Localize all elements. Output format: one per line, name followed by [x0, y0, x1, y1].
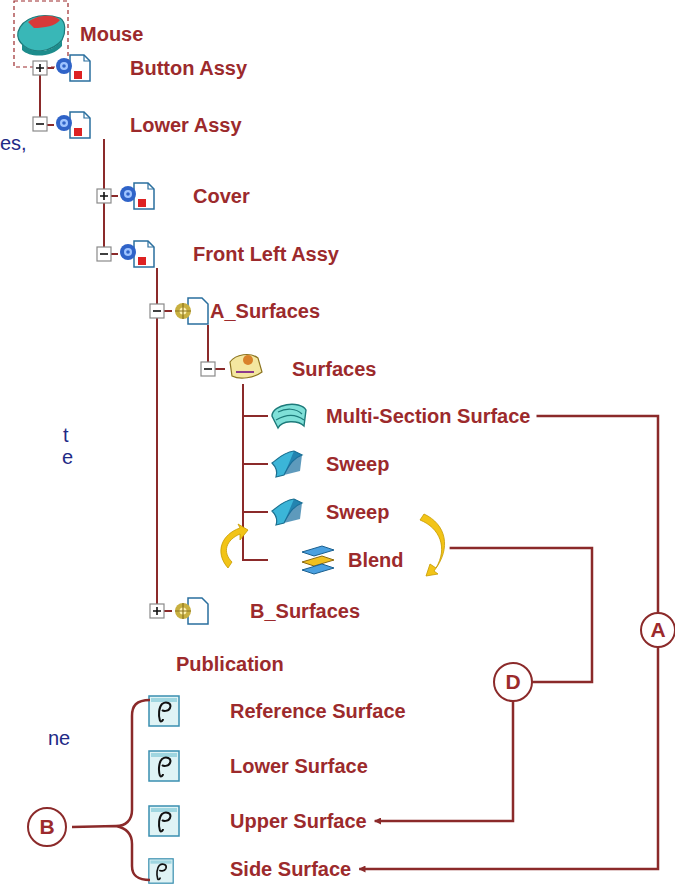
tree-item: B_Surfaces [172, 597, 366, 625]
cut-note-text: t [63, 424, 69, 446]
tree-item: Sweep [268, 450, 395, 478]
link-arrow [375, 548, 592, 821]
cut-note-text: es, [0, 132, 27, 154]
tree-label: Cover [193, 185, 250, 207]
tree-line [157, 268, 172, 611]
publication-item: Reference Surface [148, 695, 412, 727]
tree-item: Front Left Assy [118, 240, 345, 268]
tree-label: Side Surface [230, 858, 351, 880]
callout-letter: A [650, 618, 665, 641]
tree-item: Button Assy [54, 54, 253, 82]
tree-item: A_Surfaces [172, 297, 326, 325]
tree-line [104, 139, 118, 196]
tree-line [243, 384, 268, 416]
tree-root: Mouse [14, 0, 149, 68]
tree-label: Mouse [80, 23, 143, 45]
tree-item: Blend [268, 546, 410, 574]
tree-line [243, 384, 268, 560]
tree-label: Multi-Section Surface [326, 405, 530, 427]
tree-label: Lower Assy [130, 114, 242, 136]
tree-label: Lower Surface [230, 755, 368, 777]
publication-item: Lower Surface [148, 750, 374, 782]
tree-label: Blend [348, 549, 404, 571]
tree-item: Cover [118, 182, 256, 210]
cut-note-text: ne [48, 727, 70, 749]
tree-item: Surfaces [225, 354, 383, 384]
tree-label: Reference Surface [230, 700, 406, 722]
tree-label: B_Surfaces [250, 600, 360, 622]
tree-label: Surfaces [292, 358, 377, 380]
tree-label: A_Surfaces [210, 300, 320, 322]
tree-item: Multi-Section Surface [268, 402, 536, 430]
callout-circle: A [640, 612, 675, 648]
tree-label: Sweep [326, 453, 389, 475]
tree-label: Front Left Assy [193, 243, 339, 265]
callout-letter: B [39, 815, 54, 838]
callout-circle: B [27, 807, 67, 847]
tree-line [243, 384, 268, 464]
tree-label: Publication [176, 653, 284, 675]
tree-label: Sweep [326, 501, 389, 523]
cut-note-text: e [62, 446, 73, 468]
link-arrow [359, 416, 658, 869]
callout-circle: D [493, 662, 533, 702]
callout-letter: D [505, 670, 520, 693]
publication-item: Side Surface [148, 856, 357, 882]
tree-line [243, 384, 268, 512]
tree-label: Upper Surface [230, 810, 367, 832]
publication-item: Upper Surface [148, 805, 373, 837]
tree-item: Sweep [268, 498, 395, 526]
tree-item: Lower Assy [54, 111, 248, 139]
section-heading: Publication [176, 652, 290, 676]
tree-label: Button Assy [130, 57, 247, 79]
